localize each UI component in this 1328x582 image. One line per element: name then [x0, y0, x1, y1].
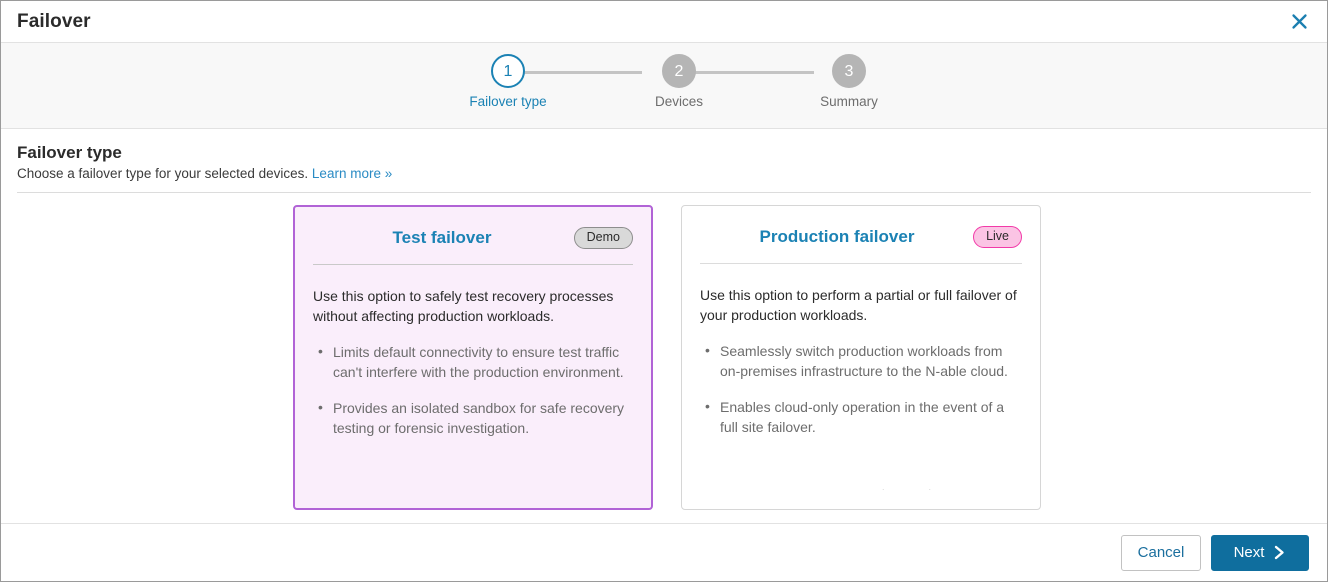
- list-item: Limits default connectivity to ensure te…: [318, 341, 633, 382]
- next-button[interactable]: Next: [1211, 534, 1309, 571]
- failover-type-options: Test failover Demo Use this option to sa…: [1, 193, 1327, 523]
- card-description-production: Use this option to perform a partial or …: [700, 287, 1017, 323]
- failover-option-test[interactable]: Test failover Demo Use this option to sa…: [293, 205, 653, 510]
- list-item: Seamlessly switch production workloads f…: [705, 340, 1022, 381]
- status-badge-live: Live: [973, 226, 1022, 248]
- card-header-production: Production failover Live: [700, 220, 1022, 254]
- card-divider-production: [700, 263, 1022, 264]
- failover-option-production[interactable]: Production failover Live Use this option…: [681, 205, 1041, 510]
- step-number-1: 1: [491, 54, 525, 88]
- card-bullets-production: Seamlessly switch production workloads f…: [700, 340, 1022, 437]
- section-divider: [17, 192, 1311, 193]
- learn-more-link[interactable]: Learn more »: [311, 166, 393, 181]
- step-connector-1-2: [522, 71, 642, 74]
- next-button-label: Next: [1233, 544, 1265, 561]
- card-description-test: Use this option to safely test recovery …: [313, 288, 614, 324]
- card-bullets-test: Limits default connectivity to ensure te…: [313, 341, 633, 438]
- step-number-3: 3: [832, 54, 866, 88]
- page-subtitle-text: Choose a failover type for your selected…: [17, 166, 309, 181]
- section-header: Failover type Choose a failover type for…: [1, 129, 1327, 193]
- dialog-titlebar: Failover: [1, 1, 1327, 43]
- dialog-title: Failover: [17, 10, 91, 32]
- step-label-2: Devices: [654, 94, 703, 109]
- card-header-test: Test failover Demo: [313, 221, 633, 255]
- step-label-3: Summary: [820, 94, 878, 109]
- wizard-stepper: 1 Failover type 2 Devices 3 Summary: [1, 43, 1327, 129]
- dialog-footer: Cancel Next: [1, 523, 1327, 581]
- card-title-production: Production failover: [759, 227, 915, 246]
- stepper-step-devices[interactable]: 2 Devices: [634, 54, 724, 109]
- step-connector-2-3: [694, 71, 814, 74]
- render-artifact-dots: ..: [882, 482, 976, 492]
- card-divider-test: [313, 264, 633, 265]
- card-title-test: Test failover: [392, 228, 492, 247]
- page-title: Failover type: [17, 143, 122, 162]
- close-icon: [1291, 13, 1308, 30]
- list-item: Enables cloud-only operation in the even…: [705, 396, 1022, 437]
- step-label-1: Failover type: [469, 94, 547, 109]
- status-badge-demo: Demo: [573, 227, 633, 249]
- stepper-step-summary[interactable]: 3 Summary: [804, 54, 894, 109]
- close-button[interactable]: [1284, 7, 1314, 37]
- cancel-button[interactable]: Cancel: [1121, 534, 1201, 571]
- stepper-step-failover-type[interactable]: 1 Failover type: [463, 54, 553, 109]
- list-item: Provides an isolated sandbox for safe re…: [318, 397, 633, 438]
- chevron-right-icon: [1273, 545, 1286, 560]
- step-number-2: 2: [662, 54, 696, 88]
- page-subtitle: Choose a failover type for your selected…: [17, 166, 1311, 181]
